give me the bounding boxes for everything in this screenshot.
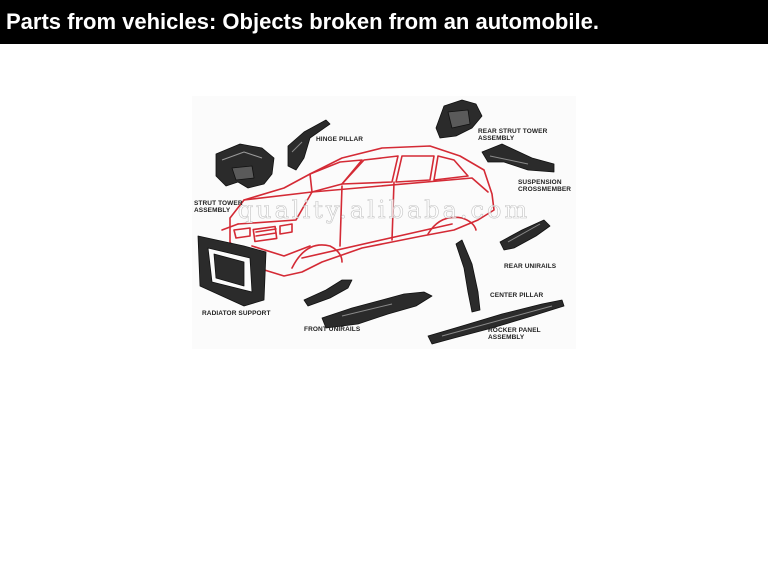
label-hinge-pillar: HINGE PILLAR [316, 136, 364, 143]
label-rocker-panel-1: ROCKER PANEL [488, 327, 541, 334]
label-rocker-panel-2: ASSEMBLY [488, 334, 525, 341]
label-radiator-support: RADIATOR SUPPORT [202, 310, 271, 317]
car-body-outline [221, 145, 495, 277]
label-suspension-2: CROSSMEMBER [518, 186, 572, 193]
auto-body-parts-diagram: quality.alibaba.com HINGE PILLAR REAR ST… [192, 96, 576, 349]
label-rear-strut-tower-1: REAR STRUT TOWER [478, 128, 548, 135]
label-rear-strut-tower-2: ASSEMBLY [478, 135, 515, 142]
diagram-artwork [197, 99, 565, 345]
label-center-pillar: CENTER PILLAR [490, 292, 544, 299]
label-strut-tower-2: ASSEMBLY [194, 207, 231, 214]
loose-body-parts [197, 99, 565, 345]
label-suspension-1: SUSPENSION [518, 179, 562, 186]
slide-title: Parts from vehicles: Objects broken from… [0, 0, 768, 44]
watermark-text: quality.alibaba.com [237, 196, 531, 225]
label-rear-unirails: REAR UNIRAILS [504, 263, 557, 270]
label-front-unirails: FRONT UNIRAILS [304, 326, 361, 333]
label-strut-tower-1: STRUT TOWER [194, 200, 243, 207]
